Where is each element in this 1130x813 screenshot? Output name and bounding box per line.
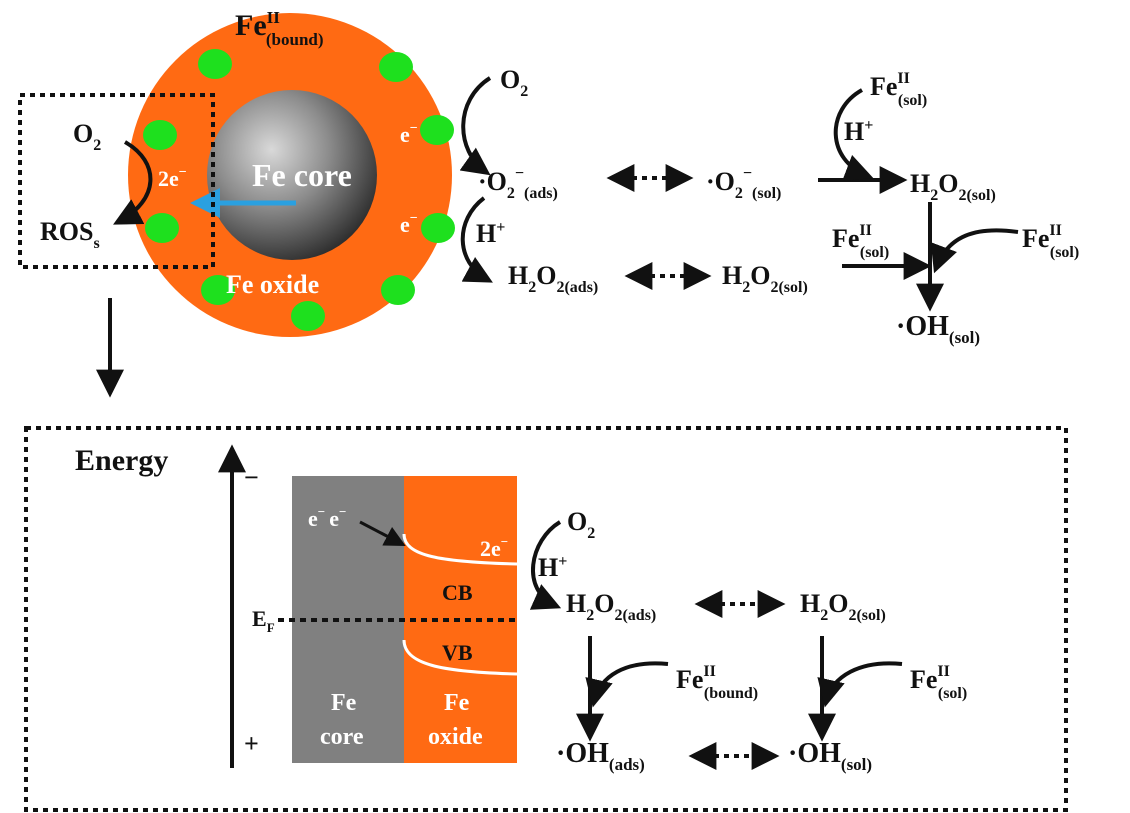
bound-site [291, 301, 325, 331]
fe-sol-top: FeII(sol) [870, 70, 927, 109]
energy-label: Energy [75, 444, 168, 477]
fe-sol-right-arrow [930, 228, 1019, 274]
fe-bound-arrow [585, 661, 669, 708]
energy-plus: + [244, 729, 259, 758]
core-label: Fe core [252, 157, 352, 193]
bottom-fe-sol: FeII(sol) [910, 663, 967, 702]
core-to-cb-arrow [359, 520, 406, 546]
o2-adsorption-arrow [459, 76, 492, 176]
inset-ros: ROSs [40, 217, 100, 252]
superoxide-sol: ·O2−(sol) [706, 165, 781, 202]
inset-reduction-arrow [113, 140, 153, 225]
oxide-band-label-1: Fe [444, 690, 470, 716]
inset-box [18, 93, 215, 269]
core-band-label-2: core [320, 724, 364, 750]
bottom-oh-sol: ·OH(sol) [788, 738, 872, 774]
cb-two-electrons: 2e− [480, 534, 508, 561]
bound-site [421, 213, 455, 243]
core-band-label-1: Fe [331, 690, 357, 716]
core-electrons: e−e− [308, 504, 346, 531]
fe-bound-label: FeII(bound) [235, 8, 324, 49]
superoxide-ads: ·O2−(ads) [478, 165, 558, 202]
bottom-o2-arrow [529, 520, 562, 610]
bound-site [143, 120, 177, 150]
bound-site [381, 275, 415, 305]
h-plus-arrow-left [460, 196, 493, 283]
oxide-band-label-2: oxide [428, 724, 483, 750]
h-plus-left: H+ [476, 219, 505, 248]
vb-band-edge [402, 639, 518, 676]
h2o2-sol-right: H2O2(sol) [910, 169, 996, 204]
oxide-label: Fe oxide [226, 270, 319, 299]
electron-label-lower: e− [400, 211, 418, 237]
two-electron-label: 2e− [158, 165, 187, 191]
bottom-h-plus: H+ [538, 553, 567, 582]
bottom-o2: O2 [567, 507, 595, 542]
o2-reactant: O2 [500, 65, 528, 100]
h2o2-ads-top: H2O2(ads) [508, 261, 598, 296]
h2o2-sol-top: H2O2(sol) [722, 261, 808, 296]
fe-sol-top-arrow [833, 88, 874, 182]
oh-sol-top: ·OH(sol) [896, 311, 980, 347]
bound-site [379, 52, 413, 82]
fe-sol-left: FeII(sol) [832, 222, 889, 261]
fermi-label: EF [252, 606, 275, 635]
bottom-h2o2-sol: H2O2(sol) [800, 589, 886, 624]
fe-sol-arrow-bottom [817, 661, 903, 708]
bound-fe-sites [143, 49, 455, 331]
bottom-h2o2-ads: H2O2(ads) [566, 589, 656, 624]
vb-label: VB [442, 640, 473, 665]
nanoparticle: Fe core Fe oxide e− e− 2e− [128, 13, 455, 337]
h-plus-right: H+ [844, 117, 873, 146]
bound-site [420, 115, 454, 145]
energy-minus: − [244, 463, 259, 492]
bound-site [201, 275, 235, 305]
bound-site [145, 213, 179, 243]
fe-sol-right: FeII(sol) [1022, 222, 1079, 261]
fe-core-sphere [207, 90, 377, 260]
inset-o2: O2 [73, 119, 101, 154]
electron-label-upper: e− [400, 121, 418, 147]
energy-panel-box [24, 426, 1068, 812]
bound-site [198, 49, 232, 79]
cb-label: CB [442, 580, 473, 605]
bottom-fe-bound: FeII(bound) [676, 663, 758, 702]
bottom-oh-ads: ·OH(ads) [556, 738, 645, 774]
